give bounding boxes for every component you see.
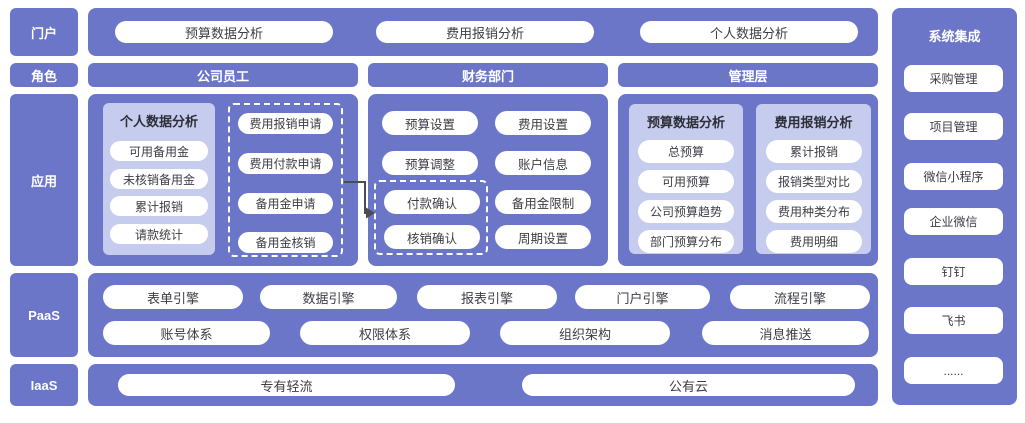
item-reserve-limit: 备用金限制 bbox=[495, 190, 591, 214]
item-total-reimbursed: 累计报销 bbox=[110, 196, 208, 216]
item-account-info: 账户信息 bbox=[495, 151, 591, 175]
panel-budget-data-analysis: 预算数据分析 总预算 可用预算 公司预算趋势 部门预算分布 bbox=[629, 104, 743, 254]
portal-item-budget-analysis: 预算数据分析 bbox=[115, 21, 333, 43]
item-payment-confirm: 付款确认 bbox=[384, 190, 480, 214]
iaas-public-cloud: 公有云 bbox=[522, 374, 855, 396]
panel-title: 预算数据分析 bbox=[646, 115, 725, 130]
item-reserve-request: 备用金申请 bbox=[238, 193, 333, 214]
paas-data-engine: 数据引擎 bbox=[260, 285, 397, 309]
integration-wecom: 企业微信 bbox=[904, 208, 1003, 235]
iaas-row: 专有轻流 公有云 bbox=[88, 364, 878, 406]
app-column-management: 预算数据分析 总预算 可用预算 公司预算趋势 部门预算分布 费用报销分析 累计报… bbox=[618, 94, 878, 266]
integration-title: 系统集成 bbox=[928, 29, 981, 44]
item-expense-category-distribution: 费用种类分布 bbox=[766, 200, 862, 223]
integration-feishu: 飞书 bbox=[904, 307, 1003, 334]
item-company-budget-trend: 公司预算趋势 bbox=[638, 200, 734, 223]
item-unverified-reserve: 未核销备用金 bbox=[110, 169, 208, 189]
item-writeoff-confirm: 核销确认 bbox=[384, 225, 480, 249]
integration-dingtalk: 钉钉 bbox=[904, 258, 1003, 285]
integration-procurement: 采购管理 bbox=[904, 65, 1003, 92]
item-reimburse-type-compare: 报销类型对比 bbox=[766, 170, 862, 193]
item-reserve-writeoff: 备用金核销 bbox=[238, 232, 333, 253]
role-finance: 财务部门 bbox=[368, 63, 608, 87]
integration-more: ...... bbox=[904, 357, 1003, 384]
integration-wechat-miniprogram: 微信小程序 bbox=[904, 163, 1003, 190]
app-column-employee: 个人数据分析 可用备用金 未核销备用金 累计报销 请款统计 费用报销申请 费用付… bbox=[88, 94, 358, 266]
item-dept-budget-distribution: 部门预算分布 bbox=[638, 230, 734, 253]
group-employee-requests: 费用报销申请 费用付款申请 备用金申请 备用金核销 bbox=[228, 103, 343, 257]
paas-row: 表单引擎 数据引擎 报表引擎 门户引擎 流程引擎 账号体系 权限体系 组织架构 … bbox=[88, 273, 878, 357]
rail-label-portal: 门户 bbox=[10, 8, 78, 56]
integration-project: 项目管理 bbox=[904, 113, 1003, 140]
paas-permission-system: 权限体系 bbox=[300, 321, 470, 345]
portal-row: 预算数据分析 费用报销分析 个人数据分析 bbox=[88, 8, 878, 56]
paas-account-system: 账号体系 bbox=[103, 321, 270, 345]
role-employee: 公司员工 bbox=[88, 63, 358, 87]
group-finance-confirm: 付款确认 核销确认 bbox=[374, 180, 488, 255]
portal-item-expense-analysis: 费用报销分析 bbox=[376, 21, 594, 43]
rail-label-iaas: IaaS bbox=[10, 364, 78, 406]
item-total-reimbursed: 累计报销 bbox=[766, 140, 862, 163]
item-available-reserve: 可用备用金 bbox=[110, 141, 208, 161]
item-total-budget: 总预算 bbox=[638, 140, 734, 163]
paas-workflow-engine: 流程引擎 bbox=[730, 285, 870, 309]
paas-message-push: 消息推送 bbox=[702, 321, 869, 345]
iaas-private-qingflow: 专有轻流 bbox=[118, 374, 455, 396]
paas-org-structure: 组织架构 bbox=[500, 321, 670, 345]
rail-label-app: 应用 bbox=[10, 94, 78, 266]
paas-portal-engine: 门户引擎 bbox=[575, 285, 710, 309]
panel-personal-data-analysis: 个人数据分析 可用备用金 未核销备用金 累计报销 请款统计 bbox=[103, 103, 215, 255]
paas-form-engine: 表单引擎 bbox=[103, 285, 243, 309]
item-cycle-setting: 周期设置 bbox=[495, 225, 591, 249]
panel-title: 个人数据分析 bbox=[119, 114, 198, 129]
item-available-budget: 可用预算 bbox=[638, 170, 734, 193]
item-expense-payment-request: 费用付款申请 bbox=[238, 153, 333, 174]
panel-title: 费用报销分析 bbox=[774, 115, 853, 130]
app-column-finance: 预算设置 费用设置 预算调整 账户信息 备用金限制 周期设置 付款确认 核销确认 bbox=[368, 94, 608, 266]
item-budget-adjust: 预算调整 bbox=[382, 151, 478, 175]
portal-item-personal-analysis: 个人数据分析 bbox=[640, 21, 858, 43]
paas-report-engine: 报表引擎 bbox=[417, 285, 557, 309]
rail-label-paas: PaaS bbox=[10, 273, 78, 357]
role-management: 管理层 bbox=[618, 63, 878, 87]
rail-label-role: 角色 bbox=[10, 63, 78, 87]
item-expense-detail: 费用明细 bbox=[766, 230, 862, 253]
item-budget-setting: 预算设置 bbox=[382, 111, 478, 135]
item-expense-setting: 费用设置 bbox=[495, 111, 591, 135]
item-payment-request-stats: 请款统计 bbox=[110, 224, 208, 244]
integration-column: 系统集成 采购管理 项目管理 微信小程序 企业微信 钉钉 飞书 ...... bbox=[892, 8, 1017, 405]
item-expense-reimburse-request: 费用报销申请 bbox=[238, 113, 333, 134]
panel-expense-reimburse-analysis: 费用报销分析 累计报销 报销类型对比 费用种类分布 费用明细 bbox=[756, 104, 871, 254]
